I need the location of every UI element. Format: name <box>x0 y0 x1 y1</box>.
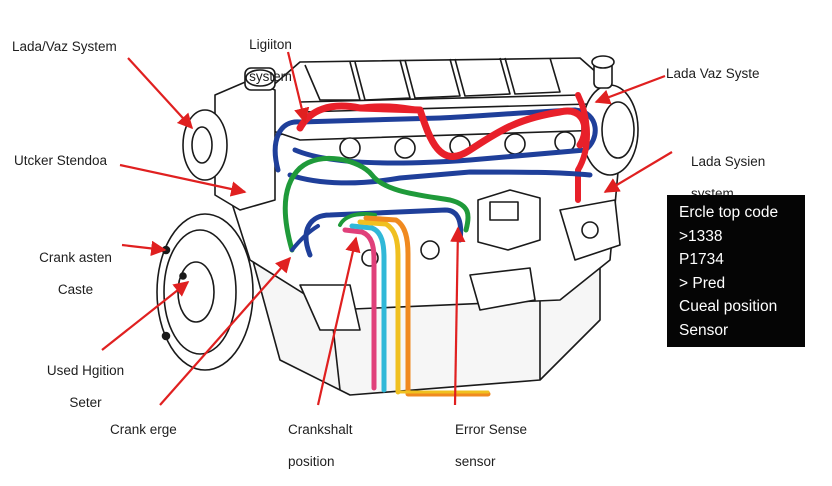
arrow-ligiiton-system <box>286 51 310 124</box>
info-line: > Pred <box>679 274 726 292</box>
label-crank-asten-line1: Crank asten <box>39 250 112 265</box>
label-ligiiton-line2: system <box>249 69 292 84</box>
label-ligiiton-system: Ligiiton system <box>226 21 300 101</box>
wiring-harness <box>272 92 598 397</box>
arrow-crank-erge <box>159 256 292 406</box>
label-utcker-stendoa: Utcker Stendoa <box>14 153 108 168</box>
label-used-hgition-line2: Seter <box>69 395 102 410</box>
label-ligiiton-line1: Ligiiton <box>249 37 292 52</box>
arrow-utcker-stendoa <box>119 163 247 197</box>
arrow-lada-vaz-syste <box>594 74 666 105</box>
info-line: Sensor <box>679 321 729 339</box>
arrow-lada-vaz-system <box>127 57 194 130</box>
arrow-crankshalt-position <box>316 236 361 406</box>
engine-illustration <box>101 51 673 406</box>
arrow-crank-asten <box>121 240 167 257</box>
label-used-hgition-line1: Used Hgition <box>46 363 125 378</box>
label-lada-sysien-line1: Lada Sysien <box>691 154 766 169</box>
label-lada-vaz-syste: Lada Vaz Syste <box>666 66 760 81</box>
label-lada-vaz-system: Lada/Vaz System <box>12 39 117 54</box>
info-line: >1338 <box>679 227 723 245</box>
info-line: Ercle top code <box>679 204 779 221</box>
engine-block <box>156 55 639 396</box>
label-used-hgition-seter: Used Hgition Seter <box>28 347 128 427</box>
info-line: Cueal position <box>679 298 778 315</box>
label-crank-asten-caste: Crank asten Caste <box>22 234 114 314</box>
label-error-sense-line1: Error Sense <box>455 422 528 437</box>
engine-diagram: Lada/Vaz System Ligiiton system Lada Vaz… <box>12 21 805 469</box>
callout-arrows <box>101 51 673 406</box>
diagnostic-code-box: Ercle top code >1338 P1734 > Pred Cueal … <box>667 195 805 347</box>
arrow-error-sense <box>450 226 466 406</box>
label-error-sense-line2: sensor <box>455 454 496 469</box>
info-line: P1734 <box>679 251 724 268</box>
label-crankshalt-position: Crankshalt position <box>273 406 353 486</box>
label-crank-asten-line2: Caste <box>57 282 94 297</box>
label-crank-erge: Crank erge <box>110 422 177 437</box>
label-crankshalt-line1: Crankshalt <box>288 422 353 437</box>
arrow-lada-sysien <box>603 151 673 193</box>
label-error-sense-sensor: Error Sense sensor <box>440 406 527 486</box>
label-crankshalt-line2: position <box>288 454 335 469</box>
arrow-used-hgition <box>101 281 190 351</box>
